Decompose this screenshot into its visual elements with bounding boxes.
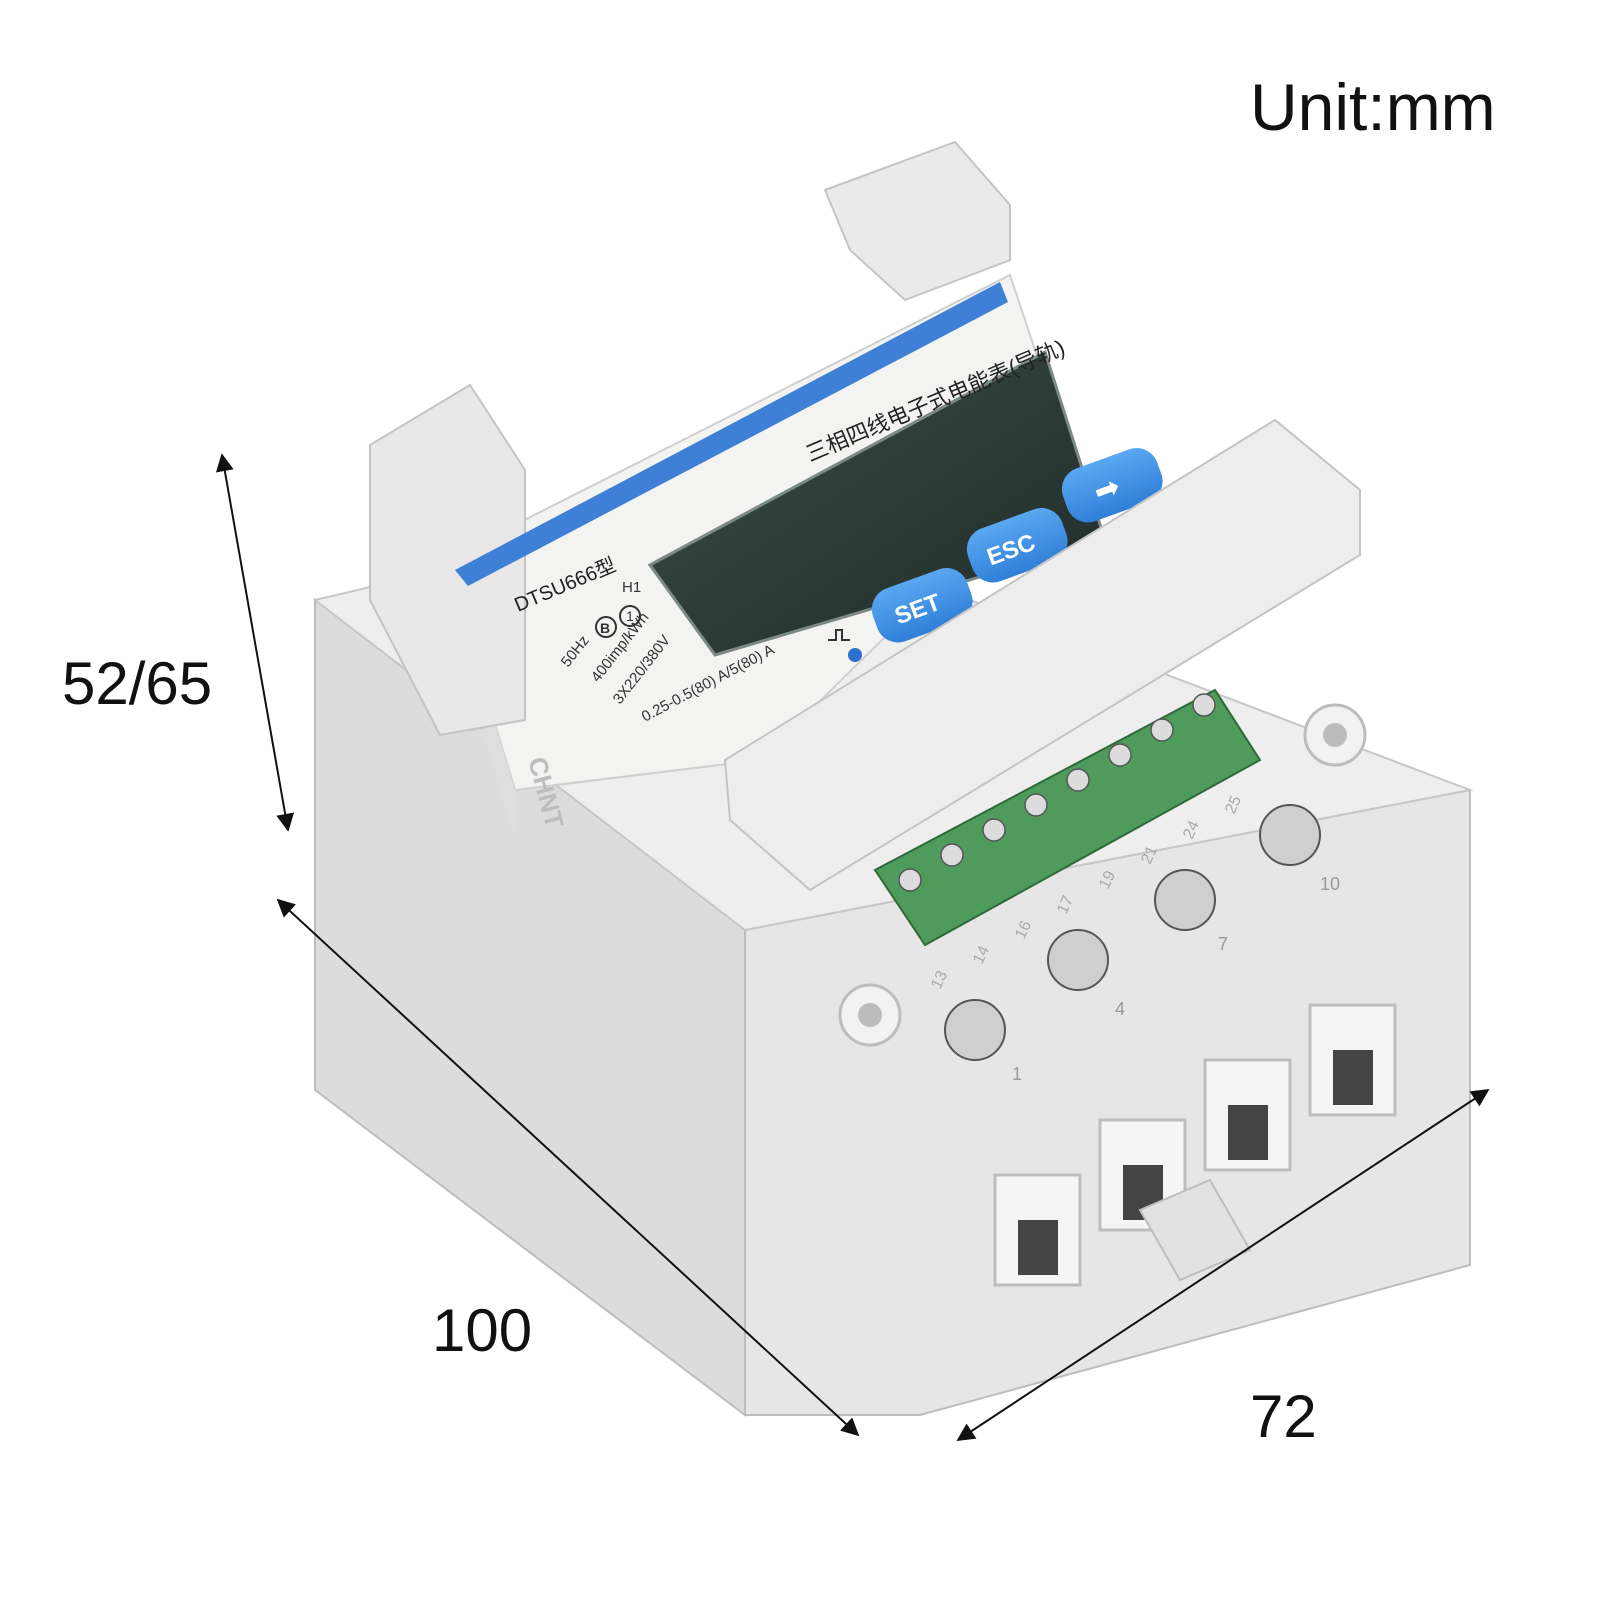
pulse-led	[848, 648, 862, 662]
main-terminal-screws	[944, 804, 1321, 1061]
class-mark-1	[619, 605, 641, 627]
terminal-number-24: 24	[1180, 818, 1203, 841]
class-mark-b	[595, 616, 617, 638]
main-terminal-number-1: 1	[1012, 1064, 1022, 1084]
mount-screw-left-core	[858, 1003, 882, 1027]
terminal-number-21: 21	[1138, 843, 1161, 866]
main-terminal-numbers: 1 4 7 10	[1012, 874, 1340, 1084]
terminal-screws	[898, 693, 1216, 892]
variant-label: H1	[622, 579, 641, 596]
terminal-number-14: 14	[970, 943, 993, 966]
pulse-icon	[828, 629, 850, 641]
blue-stripe	[455, 282, 1008, 586]
terminal-numbers: 13 14 16 17 19 21 24 25	[928, 793, 1245, 991]
main-terminal-number-4: 4	[1115, 999, 1125, 1019]
mount-screw-right-core	[1323, 723, 1347, 747]
class-mark-1-text: 1	[626, 608, 634, 624]
terminal-number-13: 13	[928, 968, 951, 991]
height-dimension-label: 52/65	[62, 650, 213, 717]
main-terminal-number-7: 7	[1218, 934, 1228, 954]
terminal-number-16: 16	[1012, 918, 1035, 941]
width-dimension-label: 72	[1250, 1383, 1317, 1450]
length-dimension-label: 100	[432, 1297, 533, 1364]
main-terminal-number-10: 10	[1320, 874, 1340, 894]
terminal-number-19: 19	[1096, 868, 1119, 891]
rail-clip-top	[823, 140, 1011, 302]
unit-label: Unit:mm	[1250, 70, 1496, 144]
next-button[interactable]: ➡	[1056, 442, 1169, 529]
class-mark-b-text: B	[600, 620, 610, 636]
terminal-cover	[723, 418, 1361, 892]
length-dimension-arrow	[276, 898, 860, 1437]
height-dimension-arrow	[215, 453, 295, 832]
rail-clip-left	[369, 383, 526, 737]
terminal-number-25: 25	[1222, 793, 1245, 816]
width-dimension-arrow	[956, 1089, 1490, 1441]
terminal-block	[873, 688, 1262, 947]
terminal-number-17: 17	[1054, 893, 1077, 916]
